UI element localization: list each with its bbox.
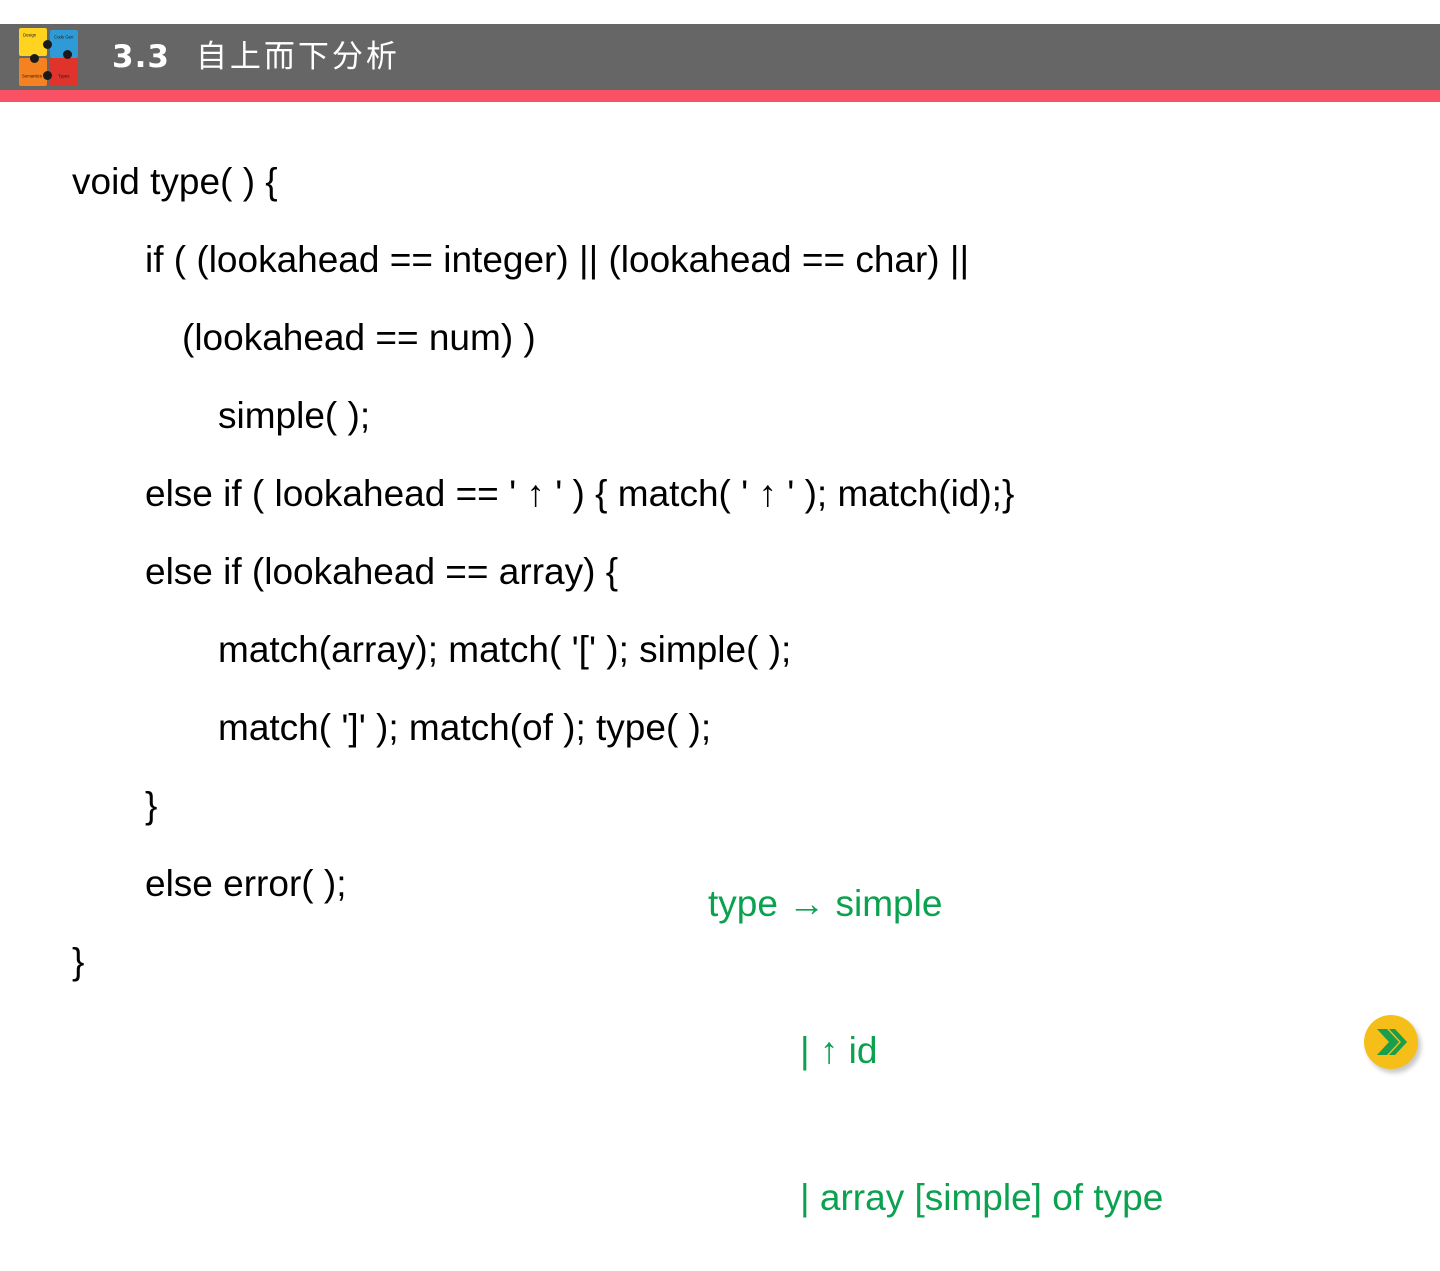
- double-chevron-right-icon: [1377, 1029, 1407, 1055]
- puzzle-logo: Design Code Gen Semantics Types: [18, 26, 80, 88]
- grammar-line: | array [simple] of type: [800, 1177, 1164, 1218]
- grammar-production-callout: type → simple | ↑ id | array [simple] of…: [708, 788, 1163, 1271]
- code-line: else if (lookahead == array) {: [145, 551, 619, 592]
- puzzle-piece-types-label: Types: [58, 74, 70, 80]
- code-line: match(array); match( '[' ); simple( );: [218, 629, 792, 670]
- puzzle-piece-semantics-label: Semantics: [22, 74, 42, 80]
- puzzle-knob-icon: [43, 40, 52, 49]
- grammar-line: | ↑ id: [800, 1030, 878, 1071]
- page-title: 3.3 自上而下分析: [112, 24, 400, 90]
- code-line: }: [72, 941, 85, 982]
- section-title-text: 自上而下分析: [195, 39, 400, 75]
- puzzle-piece-types: Types: [50, 58, 78, 86]
- next-slide-button[interactable]: [1364, 1015, 1418, 1069]
- slide-header-bar: Design Code Gen Semantics Types 3.3 自上而下分…: [0, 24, 1440, 90]
- puzzle-piece-design: Design: [19, 28, 47, 56]
- puzzle-knob-icon: [63, 50, 72, 59]
- code-line: simple( );: [218, 395, 371, 436]
- puzzle-piece-design-label: Design: [23, 33, 37, 39]
- puzzle-piece-code-gen-label: Code Gen: [54, 35, 74, 41]
- header-divider-rule: [0, 90, 1440, 102]
- code-line: else error( );: [145, 863, 347, 904]
- code-line: (lookahead == num) ): [182, 317, 536, 358]
- code-line: match( ']' ); match(of ); type( );: [218, 707, 712, 748]
- puzzle-knob-icon: [43, 71, 52, 80]
- code-line: void type( ) {: [72, 161, 278, 202]
- code-line: if ( (lookahead == integer) || (lookahea…: [145, 239, 970, 280]
- section-number: 3.3: [112, 39, 170, 75]
- code-listing: void type( ) { if ( (lookahead == intege…: [0, 143, 1440, 1001]
- code-line: }: [145, 785, 158, 826]
- code-line: else if ( lookahead == ' ↑ ' ) { match( …: [145, 473, 1015, 514]
- puzzle-knob-icon: [30, 54, 39, 63]
- grammar-line: type → simple: [708, 883, 943, 924]
